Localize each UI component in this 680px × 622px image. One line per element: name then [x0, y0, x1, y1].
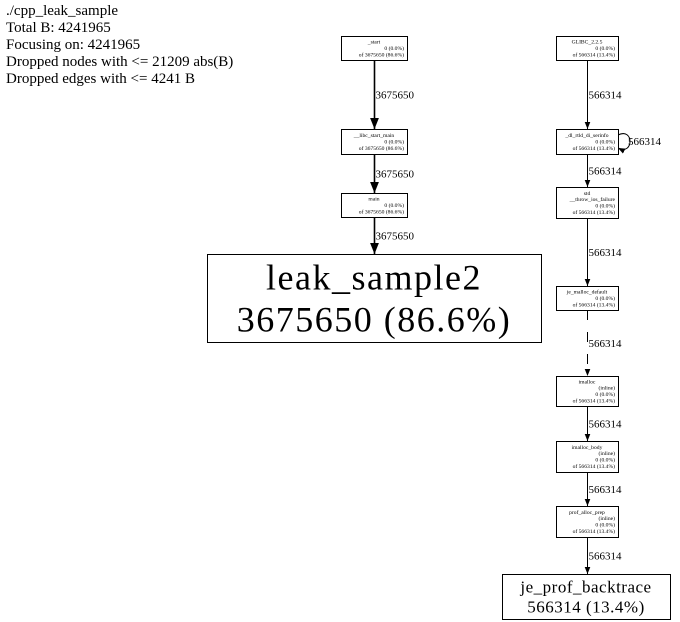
node-label-line: leak_sample2 [266, 258, 482, 298]
edge-label: 566314 [589, 247, 623, 259]
node-label-line: 0 (0.0%) [384, 45, 404, 52]
node-label-line: 0 (0.0%) [384, 138, 404, 145]
node-label-line: of 3675650 (86.6%) [359, 145, 404, 152]
edge-label: 566314 [589, 90, 623, 102]
node-label-line: of 566314 (13.4%) [573, 301, 616, 308]
node-label-line: of 566314 (13.4%) [573, 209, 616, 216]
node-label-line: 3675650 (86.6%) [237, 300, 511, 340]
node-label-line: std [584, 191, 591, 197]
node-label-line: main [368, 197, 379, 203]
edge-main-leak: 3675650 [370, 217, 415, 254]
header-program: ./cpp_leak_sample [6, 3, 119, 19]
node-label-line: of 566314 (13.4%) [573, 398, 616, 405]
node-label-line: of 3675650 (86.6%) [359, 208, 404, 215]
node-prof-alloc: prof_alloc_prep(inline)0 (0.0%)of 566314… [556, 506, 619, 538]
edge-dl-self-loop: 566314 [617, 133, 662, 154]
header-focusing: Focusing on: 4241965 [6, 37, 141, 53]
node-label-line: of 566314 (13.4%) [573, 463, 616, 470]
node-label-line: je_malloc_default [566, 289, 608, 296]
edge-start-libc: 3675650 [370, 60, 415, 129]
node-label-line: 566314 (13.4%) [527, 598, 644, 617]
node-label-line: (inline) [599, 515, 616, 522]
header-total: Total B: 4241965 [6, 20, 111, 36]
edge-body-prof: 566314 [584, 472, 623, 506]
node-label-line: __libc_start_main [353, 133, 395, 139]
node-label-line: 0 (0.0%) [595, 45, 615, 52]
node-main: main 0 (0.0%)of 3675650 (86.6%) [341, 193, 408, 218]
node-label-line: GLIBC_2.2.5 [572, 40, 603, 46]
edge-je-imalloc: 566314 [584, 310, 623, 376]
node-label-line: 0 (0.0%) [595, 295, 615, 302]
header-dropped-nodes: Dropped nodes with <= 21209 abs(B) [6, 54, 234, 70]
header-dropped-edges: Dropped edges with <= 4241 B [6, 71, 195, 87]
node-label-line: (inline) [599, 385, 616, 392]
node-imalloc-body: imalloc_body(inline)0 (0.0%)of 566314 (1… [556, 441, 619, 473]
node-label-line: 0 (0.0%) [595, 138, 615, 145]
node-label-line: _start [367, 40, 381, 46]
node-label-line: (inline) [599, 450, 616, 457]
node-label-line: 0 (0.0%) [384, 202, 404, 209]
node-label-line: of 566314 (13.4%) [573, 528, 616, 535]
node-label-line: _dl_rtld_di_serinfo [564, 132, 608, 139]
node-label-line: imalloc [579, 379, 596, 385]
node-label-line: __throw_ios_failure [569, 196, 616, 203]
edge-label: 566314 [628, 136, 662, 148]
edge-libc-main: 3675650 [370, 154, 415, 193]
edge-label: 566314 [589, 338, 623, 350]
node-label-line: of 3675650 (86.6%) [359, 51, 404, 58]
edge-glibc-dl: 566314 [584, 60, 623, 129]
node-imalloc: imalloc(inline)0 (0.0%)of 566314 (13.4%) [556, 376, 619, 407]
edge-label: 566314 [589, 551, 623, 563]
node-label-line: of 566314 (13.4%) [573, 51, 616, 58]
edge-prof-je: 566314 [584, 537, 623, 574]
node-label-line: 0 (0.0%) [595, 203, 615, 210]
node-label-line: je_prof_backtrace [519, 578, 651, 597]
node-label-line: 0 (0.0%) [595, 522, 615, 529]
edge-label: 566314 [589, 484, 623, 496]
node-label-line: 0 (0.0%) [595, 457, 615, 464]
node-label-line: imalloc_body [572, 445, 603, 451]
node-label-line: 0 (0.0%) [595, 391, 615, 398]
node-label-line: of 566314 (13.4%) [573, 145, 616, 152]
edge-dl-std: 566314 [584, 154, 623, 187]
node-glibc: GLIBC_2.2.50 (0.0%)of 566314 (13.4%) [556, 36, 619, 61]
edge-std-je: 566314 [584, 218, 623, 286]
edge-label: 3675650 [376, 169, 415, 181]
node-label-line: prof_alloc_prep [569, 509, 605, 516]
edge-label: 3675650 [376, 231, 415, 243]
edge-label: 566314 [589, 166, 623, 178]
edge-imalloc-body: 566314 [584, 406, 623, 441]
edge-label: 3675650 [376, 90, 415, 102]
edge-label: 566314 [589, 419, 623, 431]
